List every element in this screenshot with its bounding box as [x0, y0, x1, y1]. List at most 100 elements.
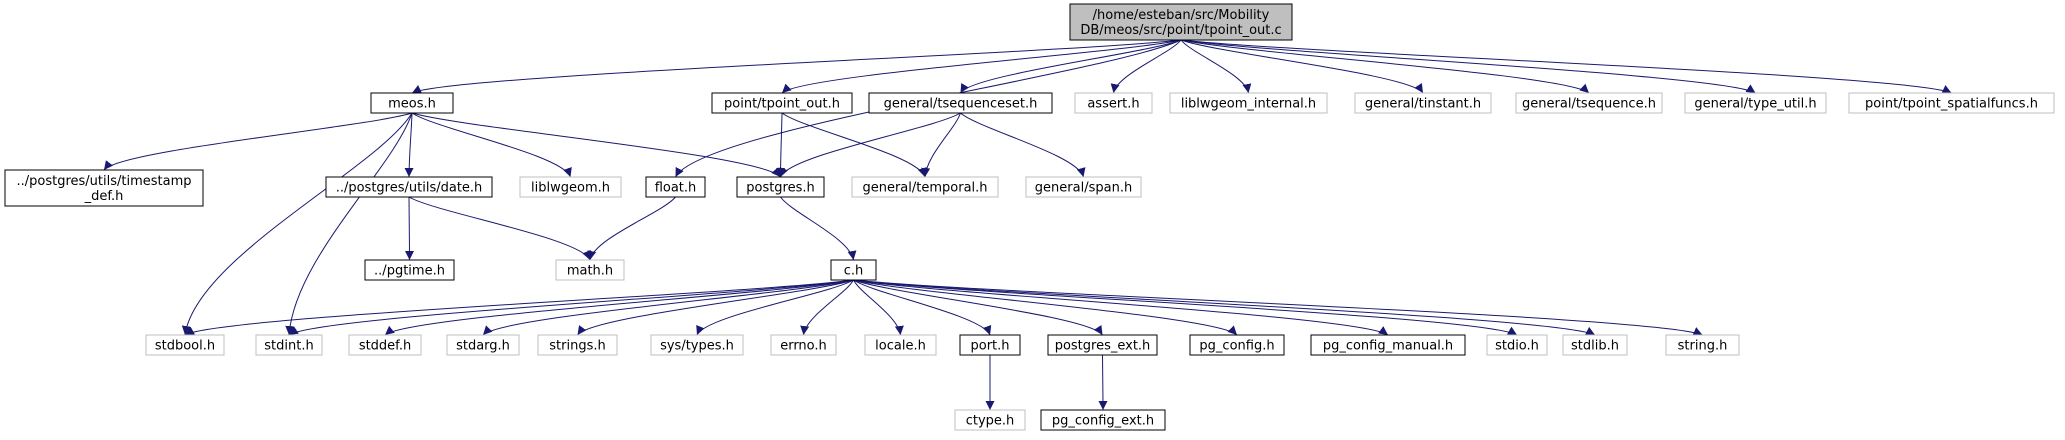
edge-date_h-to-math_h [408, 196, 591, 261]
node-math-h[interactable]: math.h [555, 259, 625, 281]
node-general-type-util-h[interactable]: general/type_util.h [1684, 92, 1827, 114]
node-postgres-utils-date-h[interactable]: ../postgres/utils/date.h [325, 176, 493, 198]
node-frame [1040, 409, 1166, 431]
node-c-h[interactable]: c.h [830, 259, 877, 281]
node-frame [1848, 92, 2055, 114]
node-label: stdlib.h [1571, 339, 1619, 354]
node-label: float.h [655, 181, 697, 196]
node-frame [1684, 92, 1827, 114]
edge-root-to-tsequenceset [960, 39, 1182, 94]
node-label: point/tpoint_out.h [724, 97, 840, 112]
node-label: errno.h [780, 339, 827, 354]
edge-meos-to-liblwgeom [411, 112, 572, 178]
edge-c_h-to-stdlib [853, 279, 1596, 336]
edge-tpoint_out_h-to-temporal_h [781, 112, 927, 178]
node-frame [1074, 92, 1153, 114]
node-frame [650, 334, 744, 356]
edge-meos-to-stdbool [181, 112, 413, 336]
node-float-h[interactable]: float.h [645, 176, 706, 198]
node-frame [4, 169, 204, 207]
node-port-h[interactable]: port.h [959, 334, 1021, 356]
edge-date_h-to-pgtime [404, 196, 414, 261]
node-errno-h[interactable]: errno.h [770, 334, 837, 356]
node-label: ctype.h [966, 414, 1015, 429]
edge-meos-to-stdint [285, 112, 413, 336]
node-label: meos.h [388, 97, 436, 112]
node-stdlib-h[interactable]: stdlib.h [1562, 334, 1628, 356]
node-label: stdarg.h [456, 339, 510, 354]
node-label: postgres.h [746, 181, 815, 196]
node-label: stdio.h [1495, 339, 1539, 354]
node-pg-config-manual-h[interactable]: pg_config_manual.h [1310, 334, 1466, 356]
node-string-h[interactable]: string.h [1665, 334, 1740, 356]
edge-c_h-to-pg_config [853, 279, 1238, 336]
edges-layer [103, 39, 1952, 411]
edge-root-to-type_util [1180, 39, 1756, 94]
edge-postgres_h-to-c_h [780, 196, 857, 261]
edge-postgres_ext-to-pg_config_ext [1098, 354, 1108, 411]
edge-c_h-to-stddef [384, 279, 854, 336]
node-frame [868, 92, 1053, 114]
node-stdio-h[interactable]: stdio.h [1486, 334, 1548, 356]
node-general-temporal-h[interactable]: general/temporal.h [851, 176, 999, 198]
node-general-tsequence-h[interactable]: general/tsequence.h [1515, 92, 1663, 114]
node-label: liblwgeom.h [531, 181, 610, 196]
node-label: stdbool.h [155, 339, 215, 354]
node-general-tsequenceset-h[interactable]: general/tsequenceset.h [868, 92, 1053, 114]
edge-c_h-to-errno [800, 279, 854, 336]
node-postgres-h[interactable]: postgres.h [736, 176, 825, 198]
node-label: assert.h [1087, 97, 1139, 112]
node-general-span-h[interactable]: general/span.h [1025, 176, 1142, 198]
node-frame [851, 176, 999, 198]
node-label: general/tsequenceset.h [884, 97, 1038, 112]
node-liblwgeom-h[interactable]: liblwgeom.h [519, 176, 622, 198]
node-home-esteban-src-mobilitydb-meos-src-point-tpoint-out-c[interactable]: /home/esteban/src/MobilityDB/meos/src/po… [1069, 3, 1293, 41]
edge-root-to-spatialfuncs [1180, 39, 1952, 94]
edge-root-to-tsequence [1180, 39, 1590, 94]
node-frame [1025, 176, 1142, 198]
node-postgres-utils-timestamp-def-h[interactable]: ../postgres/utils/timestamp_def.h [4, 169, 204, 207]
node-label: ../postgres/utils/date.h [336, 181, 483, 196]
node-point-tpoint-out-h[interactable]: point/tpoint_out.h [711, 92, 853, 114]
node-postgres-ext-h[interactable]: postgres_ext.h [1047, 334, 1158, 356]
node-general-tinstant-h[interactable]: general/tinstant.h [1354, 92, 1492, 114]
node-label: DB/meos/src/point/tpoint_out.c [1080, 23, 1281, 38]
node-pgtime-h[interactable]: ../pgtime.h [364, 259, 455, 281]
edge-c_h-to-stdarg [482, 279, 854, 336]
node-label: strings.h [549, 339, 605, 354]
node-label: /home/esteban/src/Mobility [1093, 8, 1270, 23]
node-sys-types-h[interactable]: sys/types.h [650, 334, 744, 356]
node-point-tpoint-spatialfuncs-h[interactable]: point/tpoint_spatialfuncs.h [1848, 92, 2055, 114]
node-pg-config-h[interactable]: pg_config.h [1189, 334, 1285, 356]
node-label: port.h [970, 339, 1009, 354]
node-frame [1047, 334, 1158, 356]
node-label: point/tpoint_spatialfuncs.h [1865, 97, 2038, 112]
node-stdbool-h[interactable]: stdbool.h [145, 334, 225, 356]
edge-c_h-to-pg_config_manual [853, 279, 1389, 336]
edge-c_h-to-locale [853, 279, 904, 336]
node-label: pg_config_manual.h [1323, 339, 1453, 354]
node-locale-h[interactable]: locale.h [864, 334, 937, 356]
node-stdint-h[interactable]: stdint.h [255, 334, 323, 356]
node-frame [736, 176, 825, 198]
node-frame [1069, 3, 1293, 41]
node-frame [446, 334, 520, 356]
node-stddef-h[interactable]: stddef.h [348, 334, 422, 356]
node-ctype-h[interactable]: ctype.h [954, 409, 1026, 431]
edge-tpoint_out_h-to-postgres_h [776, 112, 786, 178]
edge-c_h-to-string [853, 279, 1703, 336]
edge-c_h-to-postgres_ext [853, 279, 1103, 336]
node-label: sys/types.h [660, 339, 734, 354]
node-label: _def.h [84, 189, 124, 204]
node-pg-config-ext-h[interactable]: pg_config_ext.h [1040, 409, 1166, 431]
edge-c_h-to-strings [577, 279, 854, 336]
node-liblwgeom-internal-h[interactable]: liblwgeom_internal.h [1169, 92, 1328, 114]
edge-root-to-meos [411, 39, 1182, 94]
node-assert-h[interactable]: assert.h [1074, 92, 1153, 114]
node-frame [770, 334, 837, 356]
node-stdarg-h[interactable]: stdarg.h [446, 334, 520, 356]
node-meos-h[interactable]: meos.h [370, 92, 454, 114]
node-strings-h[interactable]: strings.h [537, 334, 618, 356]
node-frame [519, 176, 622, 198]
